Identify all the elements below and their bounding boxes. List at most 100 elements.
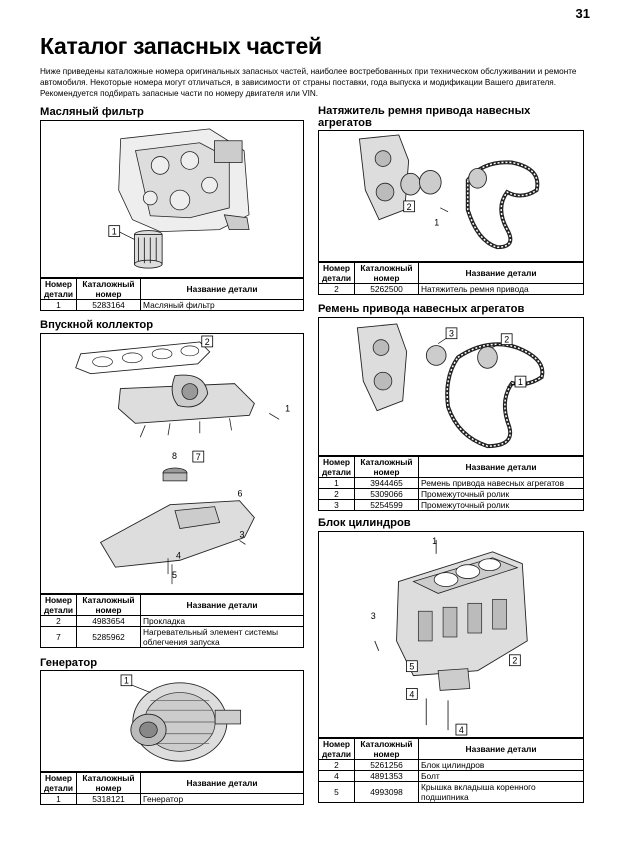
generator-figure: 1 (40, 670, 304, 772)
intake-callout-3: 3 (239, 529, 244, 539)
oil-filter-callout-1: 1 (112, 227, 117, 237)
header-part-name: Название детали (140, 594, 304, 616)
part-name: Натяжитель ремня привода (418, 283, 584, 295)
part-num: 1 (40, 299, 77, 311)
header-part-num: Номер детали (318, 456, 355, 478)
header-part-num: Номер детали (40, 594, 77, 616)
header-catalog-num: Каталожный номер (76, 772, 141, 794)
table-row: 4 4891353 Болт (318, 770, 584, 782)
header-part-name: Название детали (140, 772, 304, 794)
table-header-row: Номер детали Каталожный номер Название д… (40, 772, 304, 794)
intake-callout-4: 4 (176, 550, 181, 560)
part-num: 7 (40, 626, 77, 648)
intake-title: Впускной коллектор (40, 319, 154, 331)
part-num: 2 (318, 488, 355, 500)
part-name: Крышка вкладыша коренного подшипника (418, 781, 584, 803)
intake-callout-8: 8 (172, 451, 177, 461)
table-row: 1 3944465 Ремень привода навесных агрега… (318, 477, 584, 489)
table-row: 1 5318121 Генератор (40, 793, 304, 805)
intake-callout-2: 2 (205, 337, 210, 347)
intake-figure: 2 1 8 7 6 3 4 5 (40, 333, 304, 594)
intro-paragraph: Ниже приведены каталожные номера оригина… (40, 67, 577, 98)
block-callout-5: 5 (409, 662, 414, 672)
belt-title: Ремень привода навесных агрегатов (318, 303, 525, 315)
table-header-row: Номер детали Каталожный номер Название д… (40, 594, 304, 616)
part-num: 3 (318, 499, 355, 511)
generator-table: Номер детали Каталожный номер Название д… (40, 772, 304, 805)
part-name: Ремень привода навесных агрегатов (418, 477, 584, 489)
tensioner-table: Номер детали Каталожный номер Название д… (318, 262, 584, 295)
block-callout-4: 4 (409, 689, 414, 699)
page-title: Каталог запасных частей (40, 33, 322, 59)
catalog-num: 5309066 (354, 488, 419, 500)
part-name: Промежуточный ролик (418, 499, 584, 511)
table-row: 2 4983654 Прокладка (40, 615, 304, 627)
block-table: Номер детали Каталожный номер Название д… (318, 738, 584, 803)
table-row: 3 5254599 Промежуточный ролик (318, 499, 584, 511)
tensioner-title: Натяжитель ремня привода навесных агрега… (318, 105, 531, 129)
block-callout-1: 1 (432, 536, 437, 546)
table-row: 5 4993098 Крышка вкладыша коренного подш… (318, 781, 584, 803)
header-catalog-num: Каталожный номер (76, 278, 141, 300)
header-part-num: Номер детали (318, 738, 355, 760)
part-num: 1 (40, 793, 77, 805)
catalog-num: 4993098 (354, 781, 419, 803)
catalog-num: 5262500 (354, 283, 419, 295)
catalog-num: 5318121 (76, 793, 141, 805)
generator-title: Генератор (40, 657, 98, 669)
block-illustration: 1 3 2 5 4 4 (371, 536, 528, 736)
table-header-row: Номер детали Каталожный номер Название д… (318, 262, 584, 284)
intake-callout-7: 7 (196, 452, 201, 462)
intake-callout-1: 1 (285, 403, 290, 413)
generator-callout-1: 1 (124, 676, 129, 686)
tensioner-callout-2: 2 (407, 202, 412, 212)
intake-table: Номер детали Каталожный номер Название д… (40, 594, 304, 648)
generator-illustration: 1 (120, 674, 242, 762)
header-part-name: Название детали (418, 738, 584, 760)
belt-callout-2: 2 (504, 335, 509, 345)
table-row: 7 5285962 Нагревательный элемент системы… (40, 626, 304, 648)
belt-table: Номер детали Каталожный номер Название д… (318, 456, 584, 511)
header-part-num: Номер детали (40, 278, 77, 300)
table-header-row: Номер детали Каталожный номер Название д… (40, 278, 304, 300)
header-part-num: Номер детали (318, 262, 355, 284)
catalog-num: 5254599 (354, 499, 419, 511)
tensioner-illustration: 2 1 (358, 134, 540, 250)
part-num: 5 (318, 781, 355, 803)
catalog-num: 3944465 (354, 477, 419, 489)
block-callout-3: 3 (371, 611, 376, 621)
catalog-num: 4891353 (354, 770, 419, 782)
catalog-num: 4983654 (76, 615, 141, 627)
header-catalog-num: Каталожный номер (76, 594, 141, 616)
part-num: 4 (318, 770, 355, 782)
part-name: Генератор (140, 793, 304, 805)
part-name: Прокладка (140, 615, 304, 627)
header-part-name: Название детали (140, 278, 304, 300)
tensioner-figure: 2 1 (318, 130, 584, 262)
table-row: 2 5262500 Натяжитель ремня привода (318, 283, 584, 295)
oil-filter-table: Номер детали Каталожный номер Название д… (40, 278, 304, 311)
catalog-num: 5283164 (76, 299, 141, 311)
block-callout-2: 2 (512, 656, 517, 666)
belt-callout-1: 1 (518, 377, 523, 387)
belt-illustration: 3 2 1 (356, 323, 545, 449)
part-name: Масляный фильтр (140, 299, 304, 311)
catalog-num: 5261256 (354, 759, 419, 771)
part-name: Нагревательный элемент системы облегчени… (140, 626, 304, 648)
part-name: Промежуточный ролик (418, 488, 584, 500)
block-callout-4b: 4 (459, 725, 464, 735)
oil-filter-title: Масляный фильтр (40, 106, 144, 118)
part-num: 2 (318, 283, 355, 295)
part-name: Болт (418, 770, 584, 782)
table-row: 2 5261256 Блок цилиндров (318, 759, 584, 771)
oil-filter-figure: 1 (40, 120, 304, 278)
part-num: 2 (40, 615, 77, 627)
part-num: 2 (318, 759, 355, 771)
header-part-num: Номер детали (40, 772, 77, 794)
page-number: 31 (575, 6, 590, 21)
block-title: Блок цилиндров (318, 517, 411, 529)
header-part-name: Название детали (418, 262, 584, 284)
belt-callout-3: 3 (449, 329, 454, 339)
part-num: 1 (318, 477, 355, 489)
intake-callout-6: 6 (237, 489, 242, 499)
